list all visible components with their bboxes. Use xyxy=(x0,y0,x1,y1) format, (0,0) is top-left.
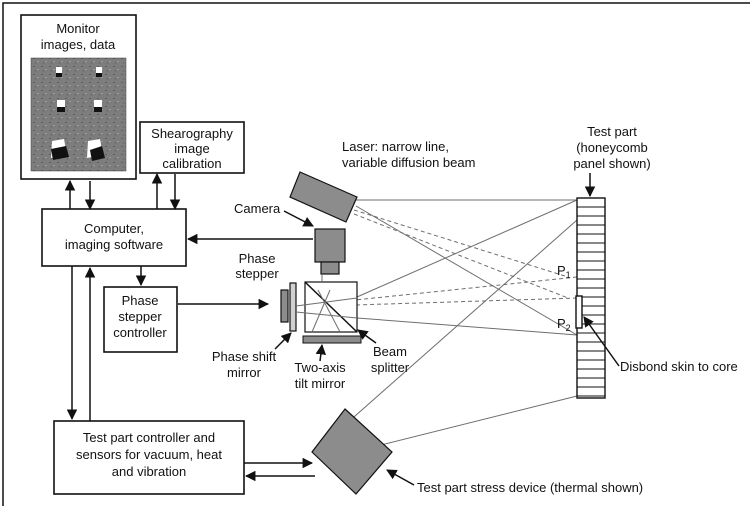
monitor-box: Monitor images, data xyxy=(20,14,137,180)
test-part-controller-box: Test part controller and sensors for vac… xyxy=(53,420,245,495)
phase-shift-mirror-label-line1: Phase shift xyxy=(212,349,277,364)
beam-splitter-label-line1: Beam xyxy=(373,344,407,359)
stress-device-label: Test part stress device (thermal shown) xyxy=(417,480,643,495)
beam-splitter-assembly: Phase stepper Phase shift mirror Two-axi… xyxy=(212,251,410,391)
beam-splitter-label-line2: splitter xyxy=(371,360,410,375)
computer-label-line1: Computer, xyxy=(84,221,144,236)
phase-stepper-label-line2: stepper xyxy=(235,266,279,281)
stress-device-pointer xyxy=(386,469,415,486)
phase-controller-label-line3: controller xyxy=(113,325,167,340)
optical-rays xyxy=(345,199,578,447)
phase-shift-mirror-pointer xyxy=(274,332,292,350)
monitor-image xyxy=(30,57,127,172)
p1-label: P1 xyxy=(557,263,571,280)
monitor-label-line2: images, data xyxy=(41,37,116,52)
calibration-label-line3: calibration xyxy=(162,156,221,171)
phase-stepper-label-line1: Phase xyxy=(239,251,276,266)
calibration-label-line1: Shearography xyxy=(151,126,233,141)
disbond-pointer xyxy=(583,316,620,367)
calibration-box: Shearography image calibration xyxy=(139,121,245,174)
camera-pointer xyxy=(283,210,314,227)
phase-shift-mirror xyxy=(289,282,297,332)
laser-label-line1: Laser: narrow line, xyxy=(342,139,449,154)
test-part-label-line1: Test part xyxy=(587,124,637,139)
beam-splitter-pointer xyxy=(357,329,377,344)
camera-device: Camera xyxy=(234,201,346,275)
laser-device: Laser: narrow line, variable diffusion b… xyxy=(289,139,475,223)
test-controller-label-line3: and vibration xyxy=(112,464,186,479)
disbond-region xyxy=(575,295,583,329)
calibration-label-line2: image xyxy=(174,141,209,156)
tilt-mirror xyxy=(302,335,362,344)
computer-box: Computer, imaging software xyxy=(41,208,187,267)
phase-shift-mirror-label-line2: mirror xyxy=(227,365,262,380)
phase-controller-label-line2: stepper xyxy=(118,309,162,324)
disbond-label: Disbond skin to core xyxy=(620,359,738,374)
monitor-label-line1: Monitor xyxy=(56,21,100,36)
test-part-panel: Test part (honeycomb panel shown) P1 P2 … xyxy=(557,124,738,399)
tilt-mirror-label-line1: Two-axis xyxy=(294,360,346,375)
stress-device: Test part stress device (thermal shown) xyxy=(311,408,643,495)
connector-arrows xyxy=(64,172,315,482)
camera-label: Camera xyxy=(234,201,281,216)
test-part-label-line2: (honeycomb xyxy=(576,140,648,155)
tilt-mirror-label-line2: tilt mirror xyxy=(295,376,346,391)
laser-label-line2: variable diffusion beam xyxy=(342,155,475,170)
test-part-label-line3: panel shown) xyxy=(573,156,650,171)
test-controller-label-line2: sensors for vacuum, heat xyxy=(76,447,222,462)
tilt-mirror-pointer xyxy=(315,343,327,362)
p2-label: P2 xyxy=(557,316,571,333)
phase-controller-label-line1: Phase xyxy=(122,293,159,308)
computer-label-line2: imaging software xyxy=(65,237,163,252)
test-controller-label-line1: Test part controller and xyxy=(83,430,215,445)
phase-stepper-controller-box: Phase stepper controller xyxy=(103,286,178,353)
phase-stepper-block xyxy=(280,289,289,323)
